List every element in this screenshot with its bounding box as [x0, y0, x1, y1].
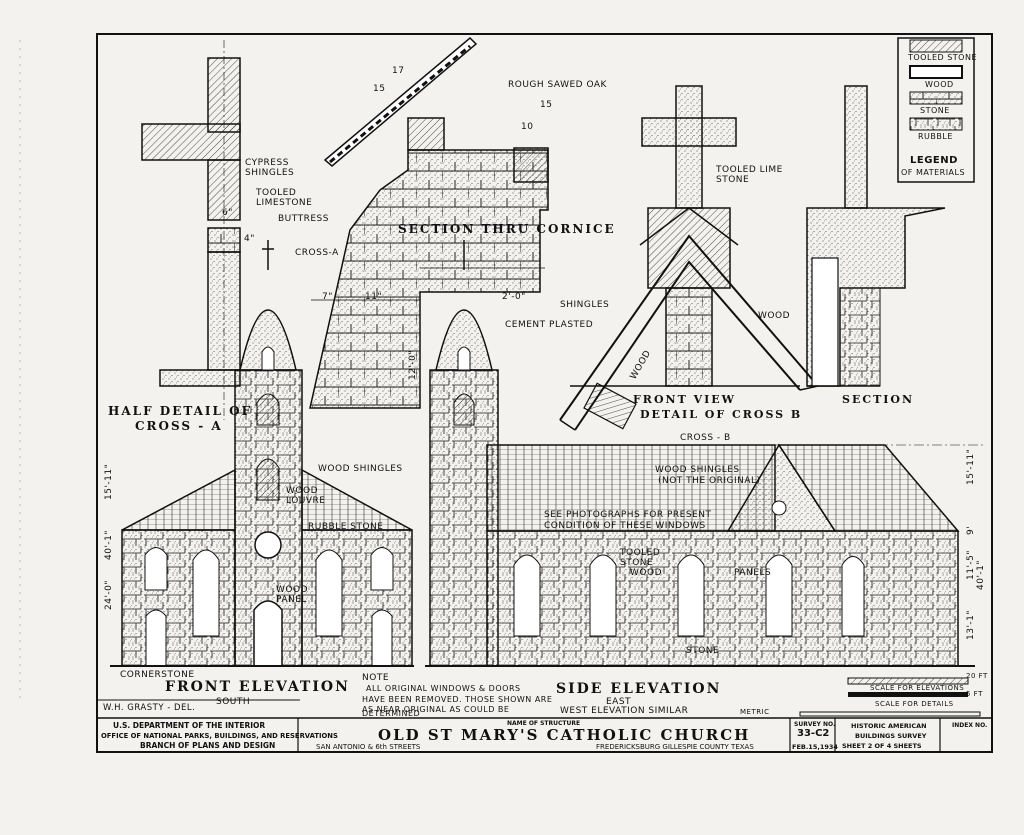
legend-item-wood: WOOD	[925, 80, 954, 89]
dim-17: 17	[392, 66, 405, 76]
section-thru-cornice-title: SECTION THRU CORNICE	[398, 222, 616, 236]
survey-number: 33-C2	[797, 728, 830, 739]
dim-11: 11"	[365, 292, 383, 302]
label-rubble-stone: RUBBLE STONE	[308, 522, 384, 532]
scale-ft-b: 5 FT	[966, 690, 983, 698]
dim-13-1: 13'-1"	[966, 609, 976, 640]
label-buttress: BUTTRESS	[278, 214, 329, 224]
label-tooled-stone: TOOLED STONE	[620, 548, 661, 568]
label-cross-a: CROSS-A	[295, 248, 339, 258]
survey-label: SURVEY NO.	[794, 721, 836, 728]
dim-4: 4"	[244, 234, 255, 244]
scale-details-label: SCALE FOR DETAILS	[875, 700, 954, 708]
label-tooled-limestone-a: TOOLED LIMESTONE	[256, 188, 313, 208]
address: SAN ANTONIO & 6th STREETS	[316, 743, 421, 751]
label-shingles: SHINGLES	[560, 300, 610, 310]
label-wood-shingles-side-2: (NOT THE ORIGINAL)	[658, 476, 761, 486]
structure-name-label: NAME OF STRUCTURE	[507, 720, 581, 727]
front-elevation-subtitle: SOUTH	[216, 697, 251, 707]
legend-item-tooled-stone: TOOLED STONE	[908, 53, 977, 62]
habs-line-1: HISTORIC AMERICAN	[851, 722, 927, 730]
legend-item-rubble: RUBBLE	[918, 132, 953, 141]
note-line-3: AS NEAR ORIGINAL AS COULD BE	[362, 705, 510, 714]
note-line-4: DETERMINED	[362, 709, 421, 718]
dim-40-1-left: 40'-1"	[104, 529, 114, 560]
front-elevation-title: FRONT ELEVATION	[165, 679, 350, 695]
dim-15-b: 15	[540, 100, 553, 110]
detail-of-cross-b-title: DETAIL OF CROSS B	[640, 408, 803, 421]
scale-elevations-label: SCALE FOR ELEVATIONS	[870, 684, 965, 692]
legend-subtitle: OF MATERIALS	[901, 168, 966, 177]
dim-15-11-left: 15'-11"	[104, 463, 114, 500]
cross-b-section	[806, 85, 946, 387]
label-wood-louvre: WOOD LOUVRE	[286, 486, 326, 506]
index-label: INDEX NO.	[952, 722, 988, 729]
habs-line-2: BUILDINGS SURVEY	[855, 732, 927, 740]
survey-date: FEB.15,1934	[792, 743, 838, 751]
dim-11-5: 11'-5"	[966, 549, 976, 580]
half-detail-title-1: HALF DETAIL OF	[108, 404, 253, 418]
note-heading: NOTE	[362, 673, 390, 683]
label-wood-side: WOOD	[630, 568, 662, 578]
dim-15-a: 15	[373, 84, 386, 94]
side-elevation-title: SIDE ELEVATION	[556, 681, 722, 697]
label-wood-shingles: WOOD SHINGLES	[318, 464, 403, 474]
dim-24-0: 24'-0"	[104, 579, 114, 610]
half-detail-cross-a	[141, 40, 241, 420]
dim-10: 10	[521, 122, 534, 132]
scale-metric-label: METRIC	[740, 708, 770, 716]
dim-9: 9'	[966, 525, 976, 535]
label-stone: STONE	[686, 646, 720, 656]
section-title: SECTION	[842, 393, 915, 406]
label-see-photos-1: SEE PHOTOGRAPHS FOR PRESENT	[544, 510, 712, 520]
label-see-photos-2: CONDITION OF THESE WINDOWS	[544, 521, 706, 531]
dim-7: 7"	[322, 292, 333, 302]
side-elevation-drawing	[425, 240, 985, 667]
dim-15-11-right: 15'-11"	[966, 448, 976, 485]
note-line-1: ALL ORIGINAL WINDOWS & DOORS	[366, 684, 521, 693]
side-elevation-note: WEST ELEVATION SIMILAR	[560, 706, 689, 716]
structure-name: OLD ST MARY'S CATHOLIC CHURCH	[378, 726, 751, 744]
half-detail-title-2: CROSS - A	[135, 419, 223, 433]
title-block-frame	[97, 699, 992, 752]
note-line-2: HAVE BEEN REMOVED. THOSE SHOWN ARE	[362, 695, 553, 704]
label-cement-plasted: CEMENT PLASTED	[505, 320, 594, 330]
agency-line-1: U.S. DEPARTMENT OF THE INTERIOR	[113, 721, 266, 730]
legend-item-stone: STONE	[920, 106, 950, 115]
label-panels: PANELS	[734, 568, 772, 578]
label-rough-sawed-oak: ROUGH SAWED OAK	[508, 80, 607, 90]
agency-line-2: OFFICE OF NATIONAL PARKS, BUILDINGS, AND…	[101, 732, 338, 740]
label-cornerstone: CORNERSTONE	[120, 670, 195, 680]
label-wood-panel: WOOD PANEL	[276, 585, 308, 605]
legend-swatches	[897, 37, 975, 183]
agency-line-3: BRANCH OF PLANS AND DESIGN	[140, 741, 276, 750]
sheet-number: SHEET 2 OF 4 SHEETS	[842, 742, 922, 750]
dim-12-0: 12'-0"	[408, 349, 418, 380]
cross-b-front-view	[559, 85, 819, 431]
legend-title: LEGEND	[910, 155, 958, 166]
scale-bars	[799, 677, 981, 717]
delineator: W.H. GRASTY - DEL.	[103, 703, 196, 713]
label-tooled-lime-stone-b: TOOLED LIME STONE	[716, 165, 783, 185]
front-view-title: FRONT VIEW	[633, 393, 737, 406]
label-cypress-shingles: CYPRESS SHINGLES	[245, 158, 295, 178]
dim-2-0: 2'-0"	[502, 292, 526, 302]
label-wood-shingles-side-1: WOOD SHINGLES	[655, 465, 740, 475]
scale-ft-a: 20 FT	[966, 672, 988, 680]
dim-6: 6"	[222, 208, 233, 218]
dim-40-1-right: 40'-1"	[976, 559, 986, 590]
section-thru-cornice	[309, 36, 549, 409]
label-cross-b: CROSS - B	[680, 433, 731, 443]
side-elevation-subtitle: EAST	[606, 697, 632, 707]
label-wood-b: WOOD	[758, 311, 790, 321]
front-elevation-drawing	[110, 240, 414, 667]
location: FREDERICKSBURG GILLESPIE COUNTY TEXAS	[596, 743, 754, 751]
